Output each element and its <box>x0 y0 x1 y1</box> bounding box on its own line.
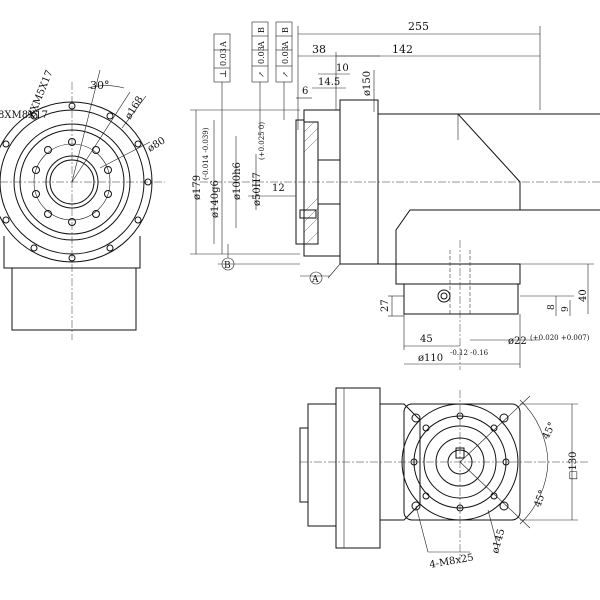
angle-30-label: 30° <box>90 79 110 92</box>
len-8-label: 8 <box>547 304 557 310</box>
len-12-label: 12 <box>272 183 285 194</box>
bottom-corner-holes <box>411 413 509 511</box>
dia-80-label: ø80 <box>146 135 168 154</box>
tol-3-value: 0.03 <box>281 46 290 64</box>
bottom-ring-holes <box>410 412 510 512</box>
tolerance-frame-runout-2: ↗ 0.03 A B <box>275 21 293 120</box>
len-40-label: 40 <box>578 289 589 302</box>
dia-110-label: ø110 <box>418 353 443 364</box>
tol-2-datum-a: A <box>257 41 266 48</box>
len-9-label: 9 <box>561 306 571 312</box>
dia-140-label: ø140g6 <box>210 180 221 218</box>
dia-100-label: ø100h6 <box>232 162 243 200</box>
front-motor-adapter <box>11 267 137 331</box>
dia-150-label: ø150 <box>362 71 373 96</box>
datum-b-label: B <box>224 261 231 271</box>
len-255-label: 255 <box>408 20 429 33</box>
tol-3-datum-a: A <box>281 41 290 48</box>
front-outer-flange <box>0 101 153 263</box>
front-view: 30° 8XM5X17 8XM8X17 ø168 ø80 <box>0 69 167 340</box>
len-14-5-label: 14.5 <box>318 77 340 88</box>
side-input-port <box>437 289 451 303</box>
len-6-label: 6 <box>302 86 308 97</box>
side-view: 255 38 142 10 14.5 6 ø150 <box>190 20 600 370</box>
thread-label: 4-M8x25 <box>429 552 475 571</box>
datum-a-symbol <box>309 271 323 285</box>
tol-1-value: 0.03 <box>219 48 228 66</box>
tol-3-datum-b: B <box>281 27 290 33</box>
dia-145-label: ø145 <box>490 528 507 555</box>
tol-3-symbol: ↗ <box>281 71 290 78</box>
side-section-hatch <box>303 121 319 245</box>
tol-2-symbol: ↗ <box>257 71 266 78</box>
dia-110-tol: -0.12 -0.16 <box>450 349 489 357</box>
tol-2-value: 0.03 <box>257 46 266 64</box>
dia-50-tol: (+0.025 0) <box>258 122 266 160</box>
front-bore <box>45 155 99 209</box>
len-45-label: 45 <box>420 334 433 345</box>
datum-a-label: A <box>311 275 319 285</box>
dia-22-tol: (+0.020 +0.007) <box>530 334 590 342</box>
bottom-view: 45° 45° □130 ø145 4-M8x25 <box>299 387 590 571</box>
len-142-label: 142 <box>392 43 413 56</box>
dia-179-label: ø179 <box>192 175 203 200</box>
side-input-housing <box>403 283 519 315</box>
angle-45-top-label: 45° <box>541 421 558 442</box>
side-housing <box>377 113 521 265</box>
front-outer-holes <box>2 102 152 262</box>
angle-45-bot-label: 45° <box>532 489 548 509</box>
holes-pcd-label: 8XM8X17 <box>0 110 48 121</box>
dia-168-label: ø168 <box>123 94 146 121</box>
tol-2-datum-b: B <box>257 27 266 33</box>
dia-140-tol: (-0.014 -0.039) <box>202 127 210 180</box>
len-27-label: 27 <box>380 299 391 312</box>
tolerance-frame-perpendicular: ⊥ 0.03 A <box>213 33 231 254</box>
bottom-bore <box>435 437 485 487</box>
tolerance-frame-runout-1: ↗ 0.03 A B <box>251 21 269 136</box>
datum-b-symbol <box>221 257 235 271</box>
bottom-flange <box>335 387 381 549</box>
len-38-label: 38 <box>312 43 326 56</box>
dia-22-label: ø22 <box>508 336 527 347</box>
tol-1-datum: A <box>219 41 228 48</box>
dia-50-label: ø50H7 <box>252 172 263 206</box>
tol-1-symbol: ⊥ <box>219 70 229 78</box>
len-10-label: 10 <box>336 63 349 74</box>
sq-130-label: □130 <box>568 451 579 480</box>
